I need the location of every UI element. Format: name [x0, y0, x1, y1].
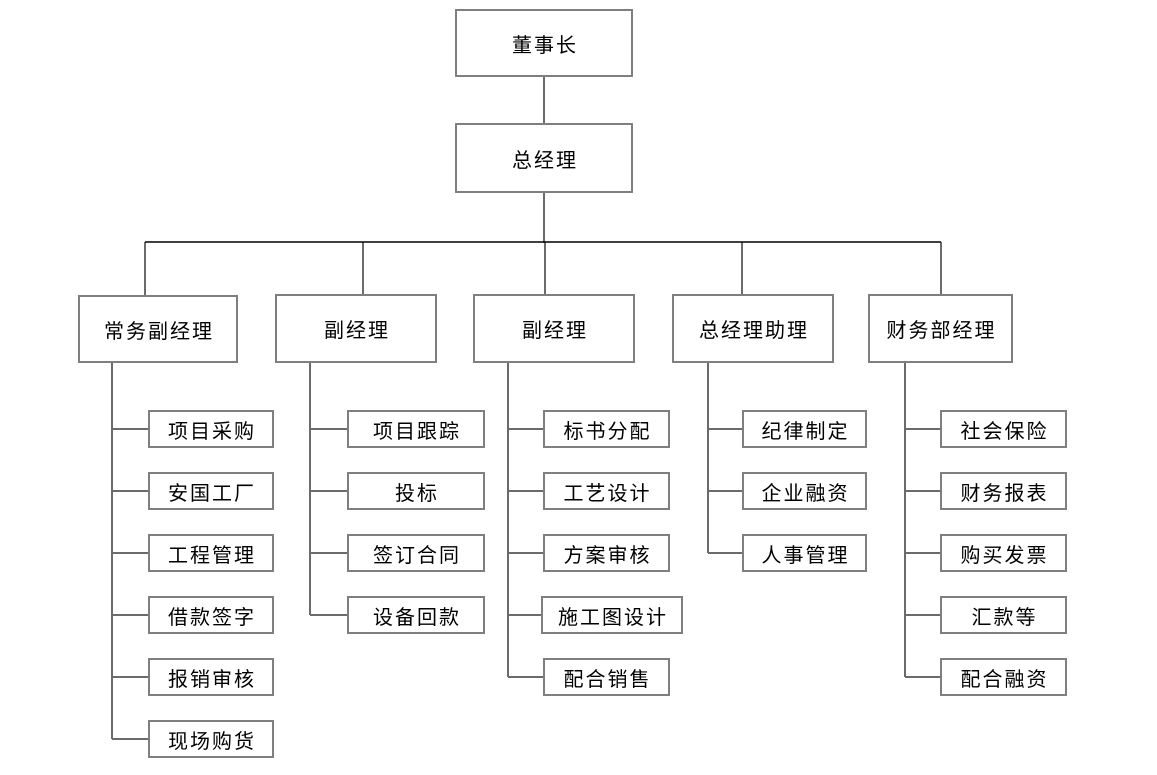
- org-node-leaf: 工艺设计: [543, 472, 670, 510]
- org-node-leaf: 人事管理: [742, 534, 867, 572]
- org-node-leaf: 配合销售: [543, 658, 670, 696]
- org-node-branch-head: 副经理: [473, 294, 635, 363]
- org-node-leaf: 方案审核: [543, 534, 670, 572]
- org-node-leaf: 购买发票: [940, 534, 1067, 572]
- org-node-leaf: 现场购货: [148, 720, 274, 758]
- org-node-leaf: 纪律制定: [742, 410, 867, 448]
- org-node-leaf: 借款签字: [148, 596, 274, 634]
- org-node-chairman: 董事长: [455, 9, 633, 77]
- org-node-leaf: 项目跟踪: [347, 410, 485, 448]
- org-node-leaf: 安国工厂: [148, 472, 274, 510]
- org-node-leaf: 报销审核: [148, 658, 274, 696]
- org-node-general-manager: 总经理: [455, 123, 633, 193]
- org-node-leaf: 汇款等: [940, 596, 1067, 634]
- org-node-leaf: 施工图设计: [541, 596, 683, 634]
- org-node-branch-head: 总经理助理: [672, 294, 834, 363]
- org-node-leaf: 企业融资: [742, 472, 867, 510]
- org-node-leaf: 工程管理: [148, 534, 274, 572]
- org-node-leaf: 设备回款: [347, 596, 485, 634]
- org-node-leaf: 投标: [347, 472, 485, 510]
- org-node-branch-head: 副经理: [275, 294, 437, 363]
- org-node-branch-head: 常务副经理: [78, 295, 238, 363]
- org-node-leaf: 项目采购: [148, 410, 274, 448]
- org-node-branch-head: 财务部经理: [868, 294, 1013, 363]
- org-node-leaf: 签订合同: [347, 534, 485, 572]
- org-node-leaf: 配合融资: [940, 658, 1067, 696]
- org-node-leaf: 标书分配: [543, 410, 670, 448]
- org-node-leaf: 社会保险: [940, 410, 1067, 448]
- org-node-leaf: 财务报表: [940, 472, 1067, 510]
